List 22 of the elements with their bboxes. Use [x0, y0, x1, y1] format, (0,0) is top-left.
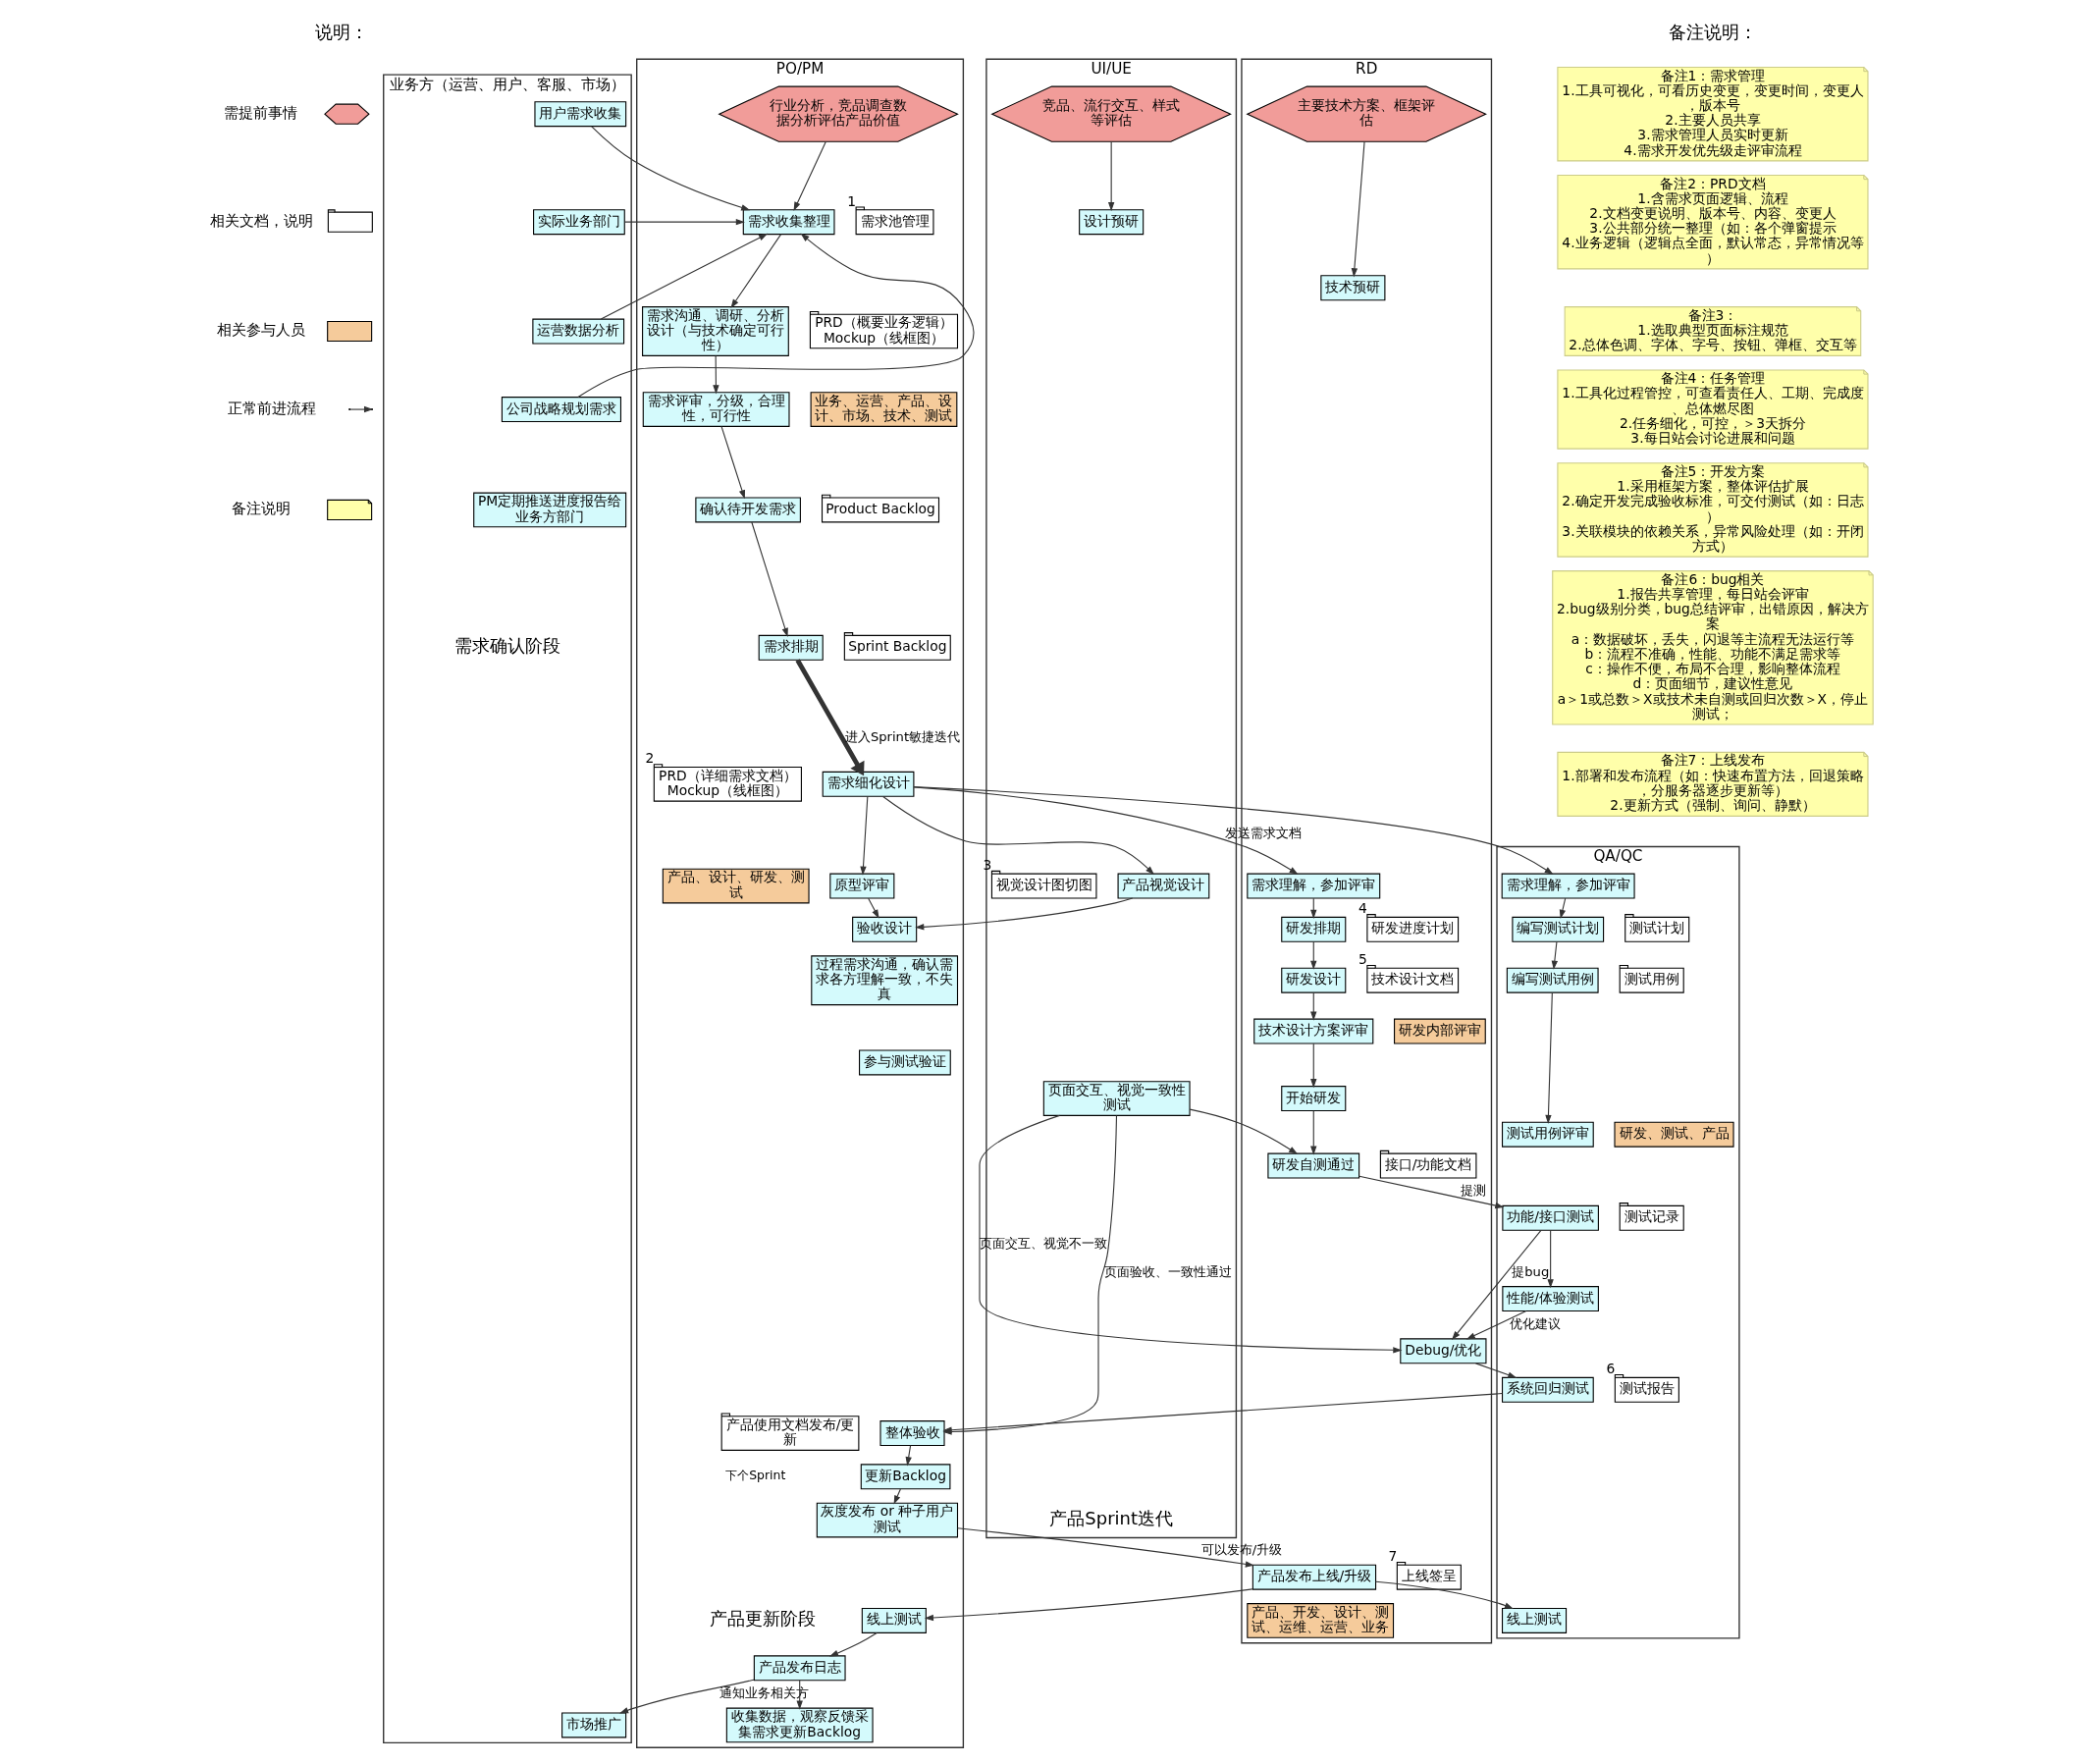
- label: 备注说明：: [1668, 22, 1757, 43]
- node-label: 5: [1358, 951, 1367, 968]
- label: 下个Sprint: [724, 1468, 785, 1483]
- label: 产品Sprint迭代: [1048, 1507, 1173, 1528]
- label: 说明：: [314, 22, 368, 43]
- edge-label: 页面验收、一致性通过: [1103, 1263, 1232, 1279]
- node-label: 4: [1358, 900, 1367, 917]
- node-label: 1: [846, 192, 856, 209]
- label: 需求确认阶段: [453, 635, 560, 657]
- node-label: 2: [644, 750, 654, 767]
- legend-label: 相关文档，说明: [209, 212, 313, 231]
- edge-label: 提bug: [1511, 1263, 1549, 1279]
- node-label: 7: [1387, 1548, 1397, 1565]
- legend-label: 需提前事情: [223, 104, 297, 123]
- edge-label: 优化建议: [1509, 1315, 1561, 1331]
- legend-label: 正常前进流程: [227, 399, 316, 417]
- edge-label: 进入Sprint敏捷迭代: [844, 729, 960, 745]
- legend-label: 备注说明: [231, 500, 291, 518]
- edge-label: 提测: [1460, 1183, 1486, 1199]
- label: 产品更新阶段: [709, 1608, 816, 1630]
- node-label: 6: [1605, 1361, 1615, 1377]
- legend-label: 相关参与人员: [216, 321, 305, 340]
